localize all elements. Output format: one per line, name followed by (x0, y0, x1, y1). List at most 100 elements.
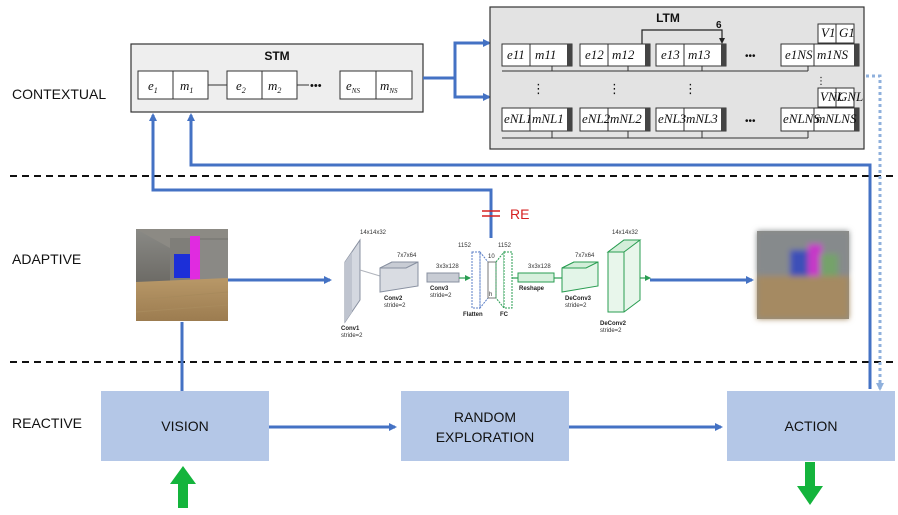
ltm-r1-ellipsis: ••• (745, 51, 756, 62)
ltm-gNL: GNL (838, 89, 863, 104)
h-layer: 10 h (487, 254, 497, 299)
reshape-layer: 3x3x128 Reshape (517, 264, 555, 292)
stm-title: STM (264, 49, 289, 63)
deconv2-label: DeConv2 (600, 321, 627, 327)
ltm-e13: e13 (661, 47, 680, 62)
ltm-eNL2: eNL2 (582, 111, 611, 126)
action-label: ACTION (785, 418, 838, 434)
vision-label: VISION (161, 418, 208, 434)
fc-label: FC (500, 312, 509, 318)
arrow-action-to-stm-m1 (187, 113, 872, 389)
re-label: RE (510, 206, 529, 222)
conv3-layer: 3x3x128 Conv3 stride=2 (426, 264, 460, 299)
action-box: ACTION (727, 391, 895, 461)
h-label: h (489, 292, 492, 298)
stm-eN: eNS (346, 78, 360, 95)
ltm-e1N: e1NS (785, 47, 813, 62)
stm-block: STM e1 m1 e2 m2 ••• eNS mNS (130, 43, 424, 113)
reconstructed-frame-image (757, 231, 849, 319)
ltm-r2-cell-1: eNL1 mNL1 (501, 107, 573, 132)
ltm-mNL2: mNL2 (610, 111, 642, 126)
conv1-label: Conv1 (341, 326, 360, 332)
ltm-mNL3: mNL3 (686, 111, 718, 126)
deconv3-label: DeConv3 (565, 296, 592, 302)
ltm-mNLNS: mNLNS (816, 111, 857, 126)
autoencoder-network: 14x14x32 Conv1 stride=2 7x7x64 Conv2 str… (341, 230, 651, 339)
deconv3-layer: 7x7x64 DeConv3 stride=2 (561, 253, 599, 309)
flatten-label: Flatten (463, 312, 483, 318)
conv3-label: Conv3 (430, 286, 449, 292)
input-frame-image (135, 229, 229, 321)
reshape-size: 3x3x128 (528, 264, 551, 270)
ltm-r2-vg: VNL GNL (817, 87, 863, 108)
conv2-stride: stride=2 (384, 303, 406, 309)
deconv2-stride: stride=2 (600, 328, 622, 334)
ltm-row-1: e11 m11 e12 m12 e13 m13 ••• (501, 23, 860, 72)
ltm-vdots-4: ⋮ (816, 76, 826, 87)
ltm-v1: V1 (821, 25, 835, 40)
random-exploration-label-1: RANDOM (454, 409, 516, 425)
conv3-stride: stride=2 (430, 293, 452, 299)
fc-layer: 1152 FC (495, 243, 513, 318)
ltm-title: LTM (656, 11, 680, 25)
reshape-label: Reshape (519, 286, 545, 292)
ltm-block: LTM 6 e11 m11 e12 m12 (489, 6, 865, 150)
ltm-vNL: VNL (820, 89, 844, 104)
stm-mN: mNS (380, 78, 398, 95)
ltm-r2-cell-3: eNL3 mNL3 (655, 107, 727, 132)
stm-ellipsis: ••• (310, 80, 322, 92)
ltm-mNL1: mNL1 (532, 111, 564, 126)
ltm-m13: m13 (688, 47, 711, 62)
ltm-eNL1: eNL1 (504, 111, 532, 126)
deconv2-size: 14x14x32 (612, 230, 639, 236)
conv3-size: 3x3x128 (436, 264, 459, 270)
ltm-r1-cell-n: e1NS m1NS (780, 43, 860, 67)
ltm-eNLNS: eNLNS (783, 111, 820, 126)
random-exploration-box: RANDOM EXPLORATION (401, 391, 569, 461)
deconv3-stride: stride=2 (565, 303, 587, 309)
conv1-size: 14x14x32 (360, 230, 387, 236)
ltm-m12: m12 (612, 47, 635, 62)
conv2-size: 7x7x64 (397, 253, 417, 259)
arrow-stm-to-ltm-bottom (423, 76, 491, 101)
vision-box: VISION (101, 391, 269, 461)
stm-cell-n: eNS mNS (339, 70, 413, 100)
flatten-layer: 1152 Flatten (458, 243, 489, 318)
ltm-row-2: eNL1 mNL1 eNL2 mNL2 eNL3 mNL3 ••• (501, 87, 863, 139)
stm-cell-1: e1 m1 (137, 70, 209, 100)
ltm-r2-ellipsis: ••• (745, 116, 756, 127)
flatten-size: 1152 (458, 243, 472, 249)
ltm-r2-cell-2: eNL2 mNL2 (579, 107, 651, 132)
fc-size: 1152 (498, 243, 512, 249)
stm-e1: e1 (148, 78, 158, 95)
sensor-input-arrow (170, 466, 196, 508)
conv1-stride: stride=2 (341, 333, 363, 339)
motor-output-arrow (797, 462, 823, 505)
layer-label-reactive: REACTIVE (12, 415, 82, 431)
ltm-marker-bracket (641, 29, 723, 44)
stm-e2: e2 (236, 78, 246, 95)
conv2-label: Conv2 (384, 296, 403, 302)
h-size: 10 (488, 254, 495, 260)
ltm-eNL3: eNL3 (658, 111, 687, 126)
ltm-g1: G1 (839, 25, 855, 40)
ltm-r2-cell-n: eNLNS mNLNS (780, 107, 860, 132)
ltm-vdots-3: ⋮ (684, 82, 697, 97)
ltm-r1-cell-2: e12 m12 (579, 43, 651, 67)
ltm-r1-vg: V1 G1 (817, 23, 855, 44)
deconv2-layer: 14x14x32 DeConv2 stride=2 (600, 230, 642, 334)
ltm-m1N: m1NS (817, 47, 849, 62)
ltm-marker-label: 6 (716, 20, 722, 31)
ltm-r1-cell-1: e11 m11 (501, 43, 573, 67)
ltm-r1-cell-3: e13 m13 (655, 43, 727, 67)
conv1-layer: 14x14x32 Conv1 stride=2 (341, 230, 387, 339)
ltm-e12: e12 (585, 47, 604, 62)
ltm-e11: e11 (507, 47, 525, 62)
arrow-stm-to-ltm-top (423, 39, 491, 80)
deconv3-size: 7x7x64 (575, 253, 595, 259)
arrow-re-to-stm-e1 (149, 113, 493, 238)
ltm-m11: m11 (535, 47, 556, 62)
conv2-layer: 7x7x64 Conv2 stride=2 (379, 253, 419, 309)
layer-label-contextual: CONTEXTUAL (12, 86, 106, 102)
